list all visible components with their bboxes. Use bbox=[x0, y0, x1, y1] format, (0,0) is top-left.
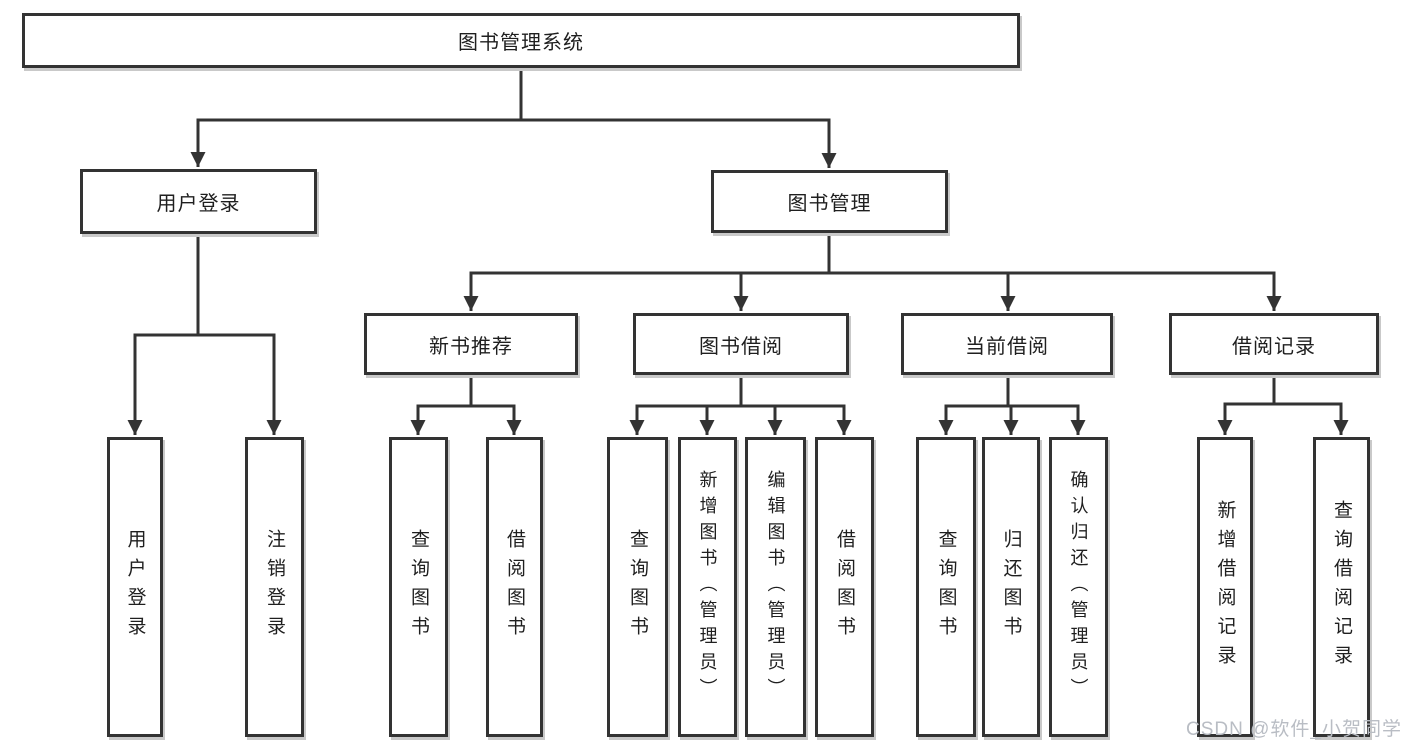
leaf-logout-label: 注销登录 bbox=[264, 529, 285, 645]
node-book-borrowing: 图书借阅 bbox=[633, 313, 849, 375]
leaf-borrow-books: 借阅图书 bbox=[815, 437, 874, 737]
node-user-login-label: 用户登录 bbox=[156, 193, 241, 215]
csdn-watermark: CSDN @软件_小贺同学 bbox=[1186, 719, 1402, 740]
leaf-query-books-borrowing: 查询图书 bbox=[607, 437, 668, 737]
node-current-borrowing-label: 当前借阅 bbox=[965, 335, 1049, 358]
leaf-user-login: 用户登录 bbox=[107, 437, 163, 737]
leaf-add-book-admin-label: 新增图书（管理员） bbox=[697, 470, 718, 704]
leaf-borrow-books-recommend-label: 借阅图书 bbox=[504, 529, 525, 645]
leaf-query-books-recommend: 查询图书 bbox=[389, 437, 448, 737]
leaf-query-books-current: 查询图书 bbox=[916, 437, 976, 737]
leaf-edit-book-admin: 编辑图书（管理员） bbox=[745, 437, 806, 737]
leaf-add-book-admin: 新增图书（管理员） bbox=[678, 437, 737, 737]
leaf-return-books: 归还图书 bbox=[982, 437, 1040, 737]
node-book-management-label: 图书管理 bbox=[787, 193, 872, 215]
leaf-add-borrow-record-label: 新增借阅记录 bbox=[1214, 500, 1236, 674]
node-book-management: 图书管理 bbox=[711, 170, 948, 233]
leaf-borrow-books-recommend: 借阅图书 bbox=[486, 437, 543, 737]
node-current-borrowing: 当前借阅 bbox=[901, 313, 1113, 375]
node-borrowing-records: 借阅记录 bbox=[1169, 313, 1379, 375]
node-new-book-recommend: 新书推荐 bbox=[364, 313, 578, 375]
node-library-system-label: 图书管理系统 bbox=[458, 32, 584, 54]
node-new-book-recommend-label: 新书推荐 bbox=[429, 335, 513, 358]
leaf-query-books-borrowing-label: 查询图书 bbox=[627, 529, 648, 645]
leaf-query-books-current-label: 查询图书 bbox=[935, 529, 957, 645]
leaf-return-books-label: 归还图书 bbox=[1000, 529, 1022, 645]
leaf-confirm-return-admin: 确认归还（管理员） bbox=[1049, 437, 1108, 737]
leaf-query-borrow-record-label: 查询借阅记录 bbox=[1331, 500, 1352, 674]
leaf-edit-book-admin-label: 编辑图书（管理员） bbox=[765, 470, 786, 704]
node-book-borrowing-label: 图书借阅 bbox=[699, 335, 783, 358]
node-borrowing-records-label: 借阅记录 bbox=[1232, 335, 1316, 358]
leaf-add-borrow-record: 新增借阅记录 bbox=[1197, 437, 1253, 737]
leaf-borrow-books-label: 借阅图书 bbox=[834, 529, 855, 645]
node-library-system: 图书管理系统 bbox=[22, 13, 1020, 68]
leaf-confirm-return-admin-label: 确认归还（管理员） bbox=[1068, 470, 1089, 704]
leaf-query-borrow-record: 查询借阅记录 bbox=[1313, 437, 1370, 737]
node-user-login: 用户登录 bbox=[80, 169, 317, 234]
leaf-user-login-label: 用户登录 bbox=[124, 529, 146, 645]
leaf-query-books-recommend-label: 查询图书 bbox=[408, 529, 429, 645]
leaf-logout: 注销登录 bbox=[245, 437, 304, 737]
